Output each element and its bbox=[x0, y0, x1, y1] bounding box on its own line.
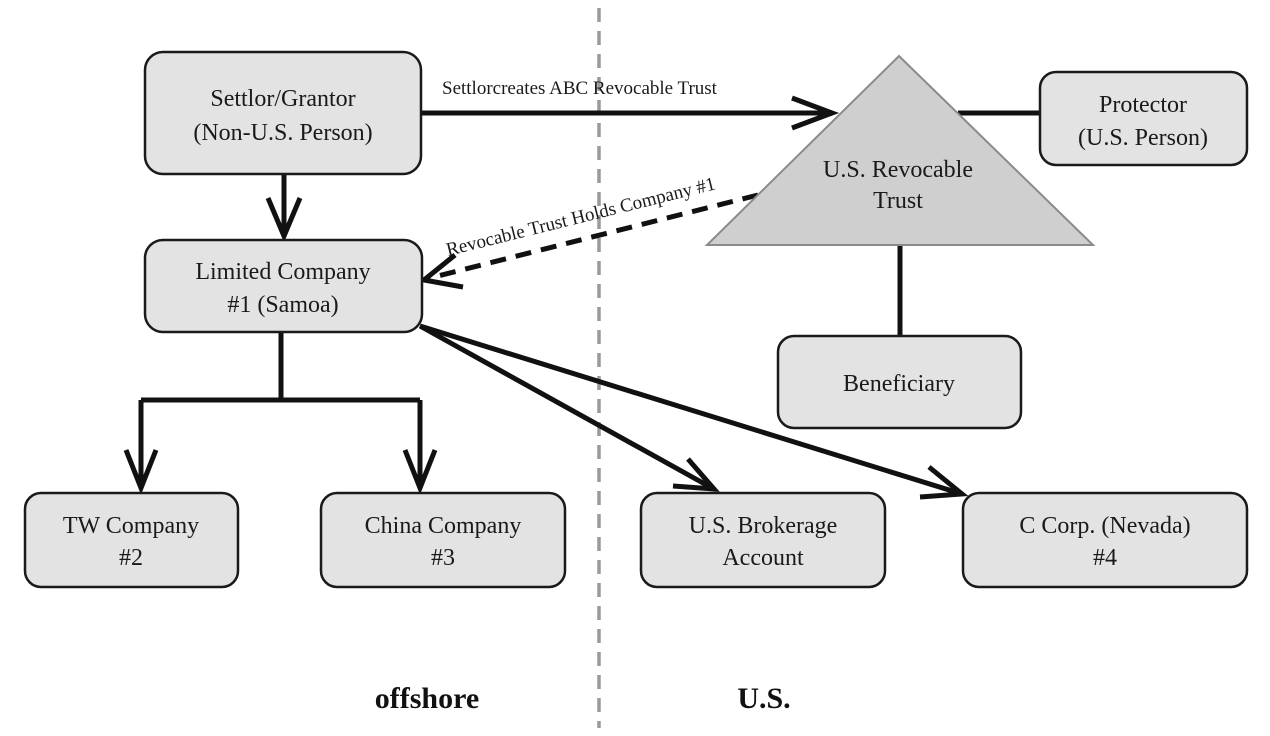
region-label-offshore: offshore bbox=[375, 682, 479, 715]
arrowhead-trust bbox=[791, 95, 840, 131]
region-label-us: U.S. bbox=[737, 682, 790, 715]
node-limited-company: Limited Company #1 (Samoa) bbox=[143, 238, 424, 334]
tw-label-line2: #2 bbox=[119, 545, 143, 571]
arrowhead-brokerage bbox=[672, 457, 720, 492]
arrowhead-company1 bbox=[265, 197, 303, 243]
ccorp-label-line1: C Corp. (Nevada) bbox=[1019, 513, 1190, 539]
brokerage-label-line1: U.S. Brokerage bbox=[689, 513, 838, 539]
edge-label-creates: Settlorcreates ABC Revocable Trust bbox=[442, 78, 718, 99]
arrowhead-ccorp bbox=[919, 465, 969, 500]
ccorp-label-line2: #4 bbox=[1093, 545, 1117, 571]
node-protector: Protector (U.S. Person) bbox=[1038, 70, 1249, 167]
node-beneficiary: Beneficiary bbox=[776, 334, 1023, 430]
trust-label-line2: Trust bbox=[873, 188, 923, 214]
node-tw-company: TW Company #2 bbox=[23, 491, 240, 589]
arrow-company1-to-brokerage bbox=[418, 323, 714, 491]
settlor-label-line2: (Non-U.S. Person) bbox=[193, 120, 372, 146]
tw-label-line1: TW Company bbox=[63, 513, 199, 539]
trust-label-line1: U.S. Revocable bbox=[823, 157, 973, 183]
arrowhead-tw bbox=[123, 449, 159, 495]
protector-label-line2: (U.S. Person) bbox=[1078, 125, 1208, 151]
node-trust: U.S. Revocable Trust bbox=[704, 54, 1096, 246]
china-label-line1: China Company bbox=[365, 513, 522, 539]
arrowhead-china bbox=[402, 449, 438, 495]
brokerage-label-line2: Account bbox=[722, 545, 804, 571]
node-brokerage: U.S. Brokerage Account bbox=[639, 491, 887, 589]
china-label-line2: #3 bbox=[431, 545, 455, 571]
node-c-corp: C Corp. (Nevada) #4 bbox=[961, 491, 1249, 589]
beneficiary-label: Beneficiary bbox=[843, 371, 955, 397]
node-china-company: China Company #3 bbox=[319, 491, 567, 589]
arrow-company1-to-ccorp bbox=[419, 323, 963, 497]
company1-label-line2: #1 (Samoa) bbox=[227, 292, 338, 318]
company1-label-line1: Limited Company bbox=[195, 259, 370, 285]
settlor-label-line1: Settlor/Grantor bbox=[210, 86, 355, 112]
protector-label-line1: Protector bbox=[1099, 92, 1187, 118]
arrowhead-holds bbox=[418, 253, 464, 290]
arrow-trust-holds-company1 bbox=[429, 192, 759, 281]
node-settlor: Settlor/Grantor (Non-U.S. Person) bbox=[143, 50, 423, 176]
